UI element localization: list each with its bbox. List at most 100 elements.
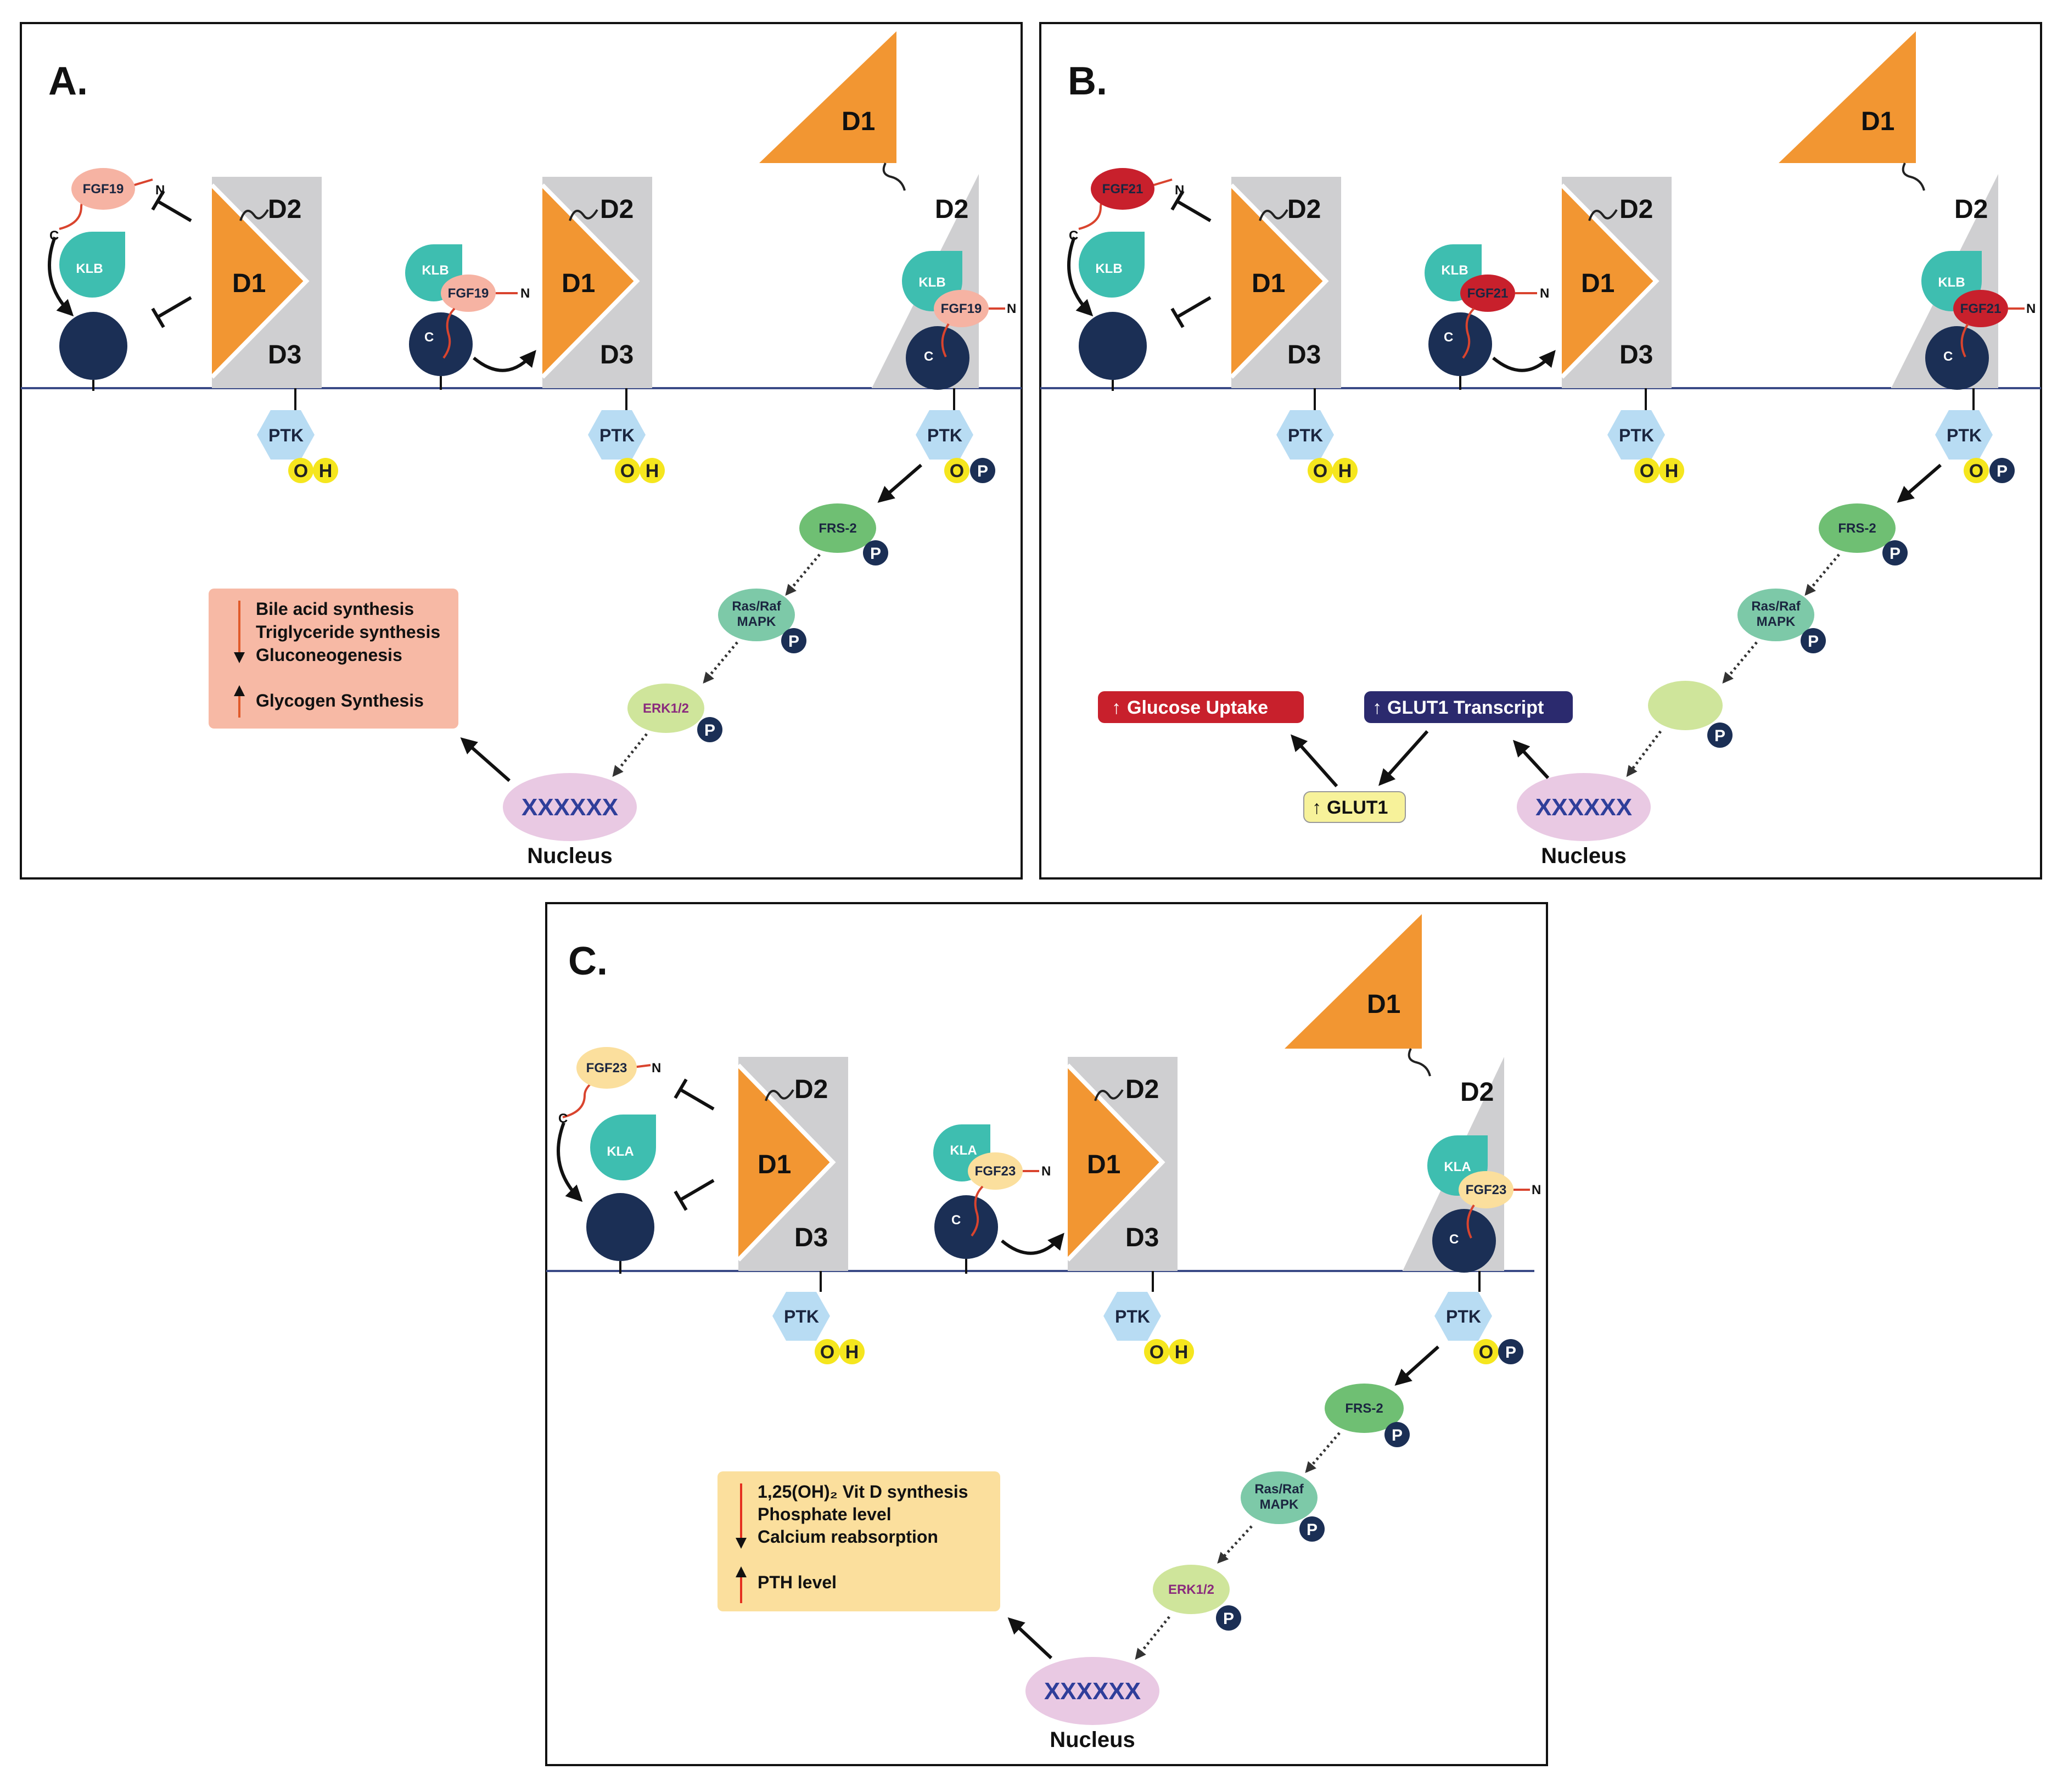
- linker-wave: [1094, 1089, 1124, 1101]
- d3-label: D3: [794, 1223, 828, 1252]
- ligand-tail: [442, 307, 456, 359]
- nucleus-label: Nucleus: [1541, 844, 1627, 868]
- glucose-uptake-label: Glucose Uptake: [1127, 697, 1268, 718]
- coreceptor-label: KLB: [1095, 261, 1122, 276]
- frs2-label: FRS-2: [1345, 1401, 1383, 1416]
- n-terminus-label: N: [1007, 301, 1016, 316]
- o-label: O: [1313, 461, 1327, 481]
- ras-label: Ras/Raf: [1751, 599, 1801, 614]
- ptk-kinase: [1276, 410, 1334, 460]
- ptk-label: PTK: [1115, 1307, 1150, 1326]
- fgf21-ligand: [1091, 168, 1154, 210]
- o-label: O: [1969, 461, 1983, 481]
- up-arrow-icon: ↑: [1112, 697, 1121, 718]
- approach-arrow: [1001, 1233, 1064, 1255]
- effect-up-1: PTH level: [758, 1572, 837, 1592]
- signaling-cascade: FRS-2 P Ras/Raf MAPK P P XXXXXX Nucleus: [1512, 463, 1942, 868]
- ptk-kinase: [772, 1292, 830, 1341]
- o-label: O: [1640, 461, 1654, 481]
- ptk-kinase: [1434, 1292, 1492, 1341]
- effect-down-1: Bile acid synthesis: [256, 599, 414, 619]
- effect-up-1: Glycogen Synthesis: [256, 691, 424, 710]
- ligand-label: FGF23: [586, 1061, 627, 1076]
- d2-label: D2: [1460, 1078, 1494, 1107]
- effect-down-3: Calcium reabsorption: [758, 1527, 938, 1547]
- fgf19-ligand: [934, 290, 989, 327]
- d1-domain: [1231, 185, 1326, 377]
- ligand-label: FGF21: [1467, 286, 1509, 301]
- fgfr-activated: D1 D2 KLA FGF23 N C PTK O P: [1285, 914, 1541, 1364]
- ptk-label: PTK: [268, 425, 304, 445]
- glut1-label: GLUT1: [1327, 797, 1388, 818]
- c-terminus-label: C: [49, 228, 59, 243]
- effect-down-3: Gluconeogenesis: [256, 645, 402, 665]
- d3-label: D3: [268, 340, 301, 369]
- n-terminus-label: N: [652, 1061, 661, 1076]
- frs2-label: FRS-2: [1838, 521, 1876, 536]
- mapk-label: MAPK: [1757, 614, 1796, 629]
- ptk-kinase: [588, 410, 646, 460]
- n-terminus-label: N: [520, 286, 530, 301]
- phospho-group: [1989, 458, 2015, 483]
- linker-wave: [765, 1089, 794, 1101]
- coreceptor-label: KLA: [950, 1143, 977, 1158]
- phospho-group: [970, 458, 995, 483]
- inhibition-bar-bottom: [1170, 296, 1212, 328]
- frs2-label: FRS-2: [819, 521, 856, 536]
- d2-label: D2: [1954, 195, 1988, 224]
- h-group: [839, 1339, 865, 1364]
- ras-label: Ras/Raf: [732, 599, 781, 614]
- fgf23-ligand: [968, 1152, 1023, 1190]
- frs2-node: [1819, 503, 1896, 553]
- effects-background: [209, 589, 458, 729]
- ptk-label: PTK: [1619, 425, 1654, 445]
- ligand-label: FGF23: [975, 1164, 1016, 1179]
- panel-a: A. N C FGF19 KLB D1 D2 D3: [20, 22, 1023, 880]
- glut1-to-uptake-arrow: [1291, 734, 1338, 787]
- ptk-kinase: [257, 410, 315, 460]
- o-group: [1634, 458, 1660, 483]
- ligand-label: FGF19: [83, 182, 124, 197]
- fgfr-inactive-2: D1 D2 D3 PTK O H: [1066, 1057, 1194, 1364]
- fgf19-ligand: [71, 168, 135, 210]
- d1-label: D1: [758, 1150, 791, 1179]
- c-terminus-label: C: [424, 330, 434, 345]
- p-label: P: [870, 545, 881, 563]
- approaching-complex: KLB FGF19 N C: [405, 244, 536, 390]
- receptor-anchor: [59, 312, 127, 380]
- panel-frame: [1039, 22, 2042, 880]
- coreceptor-label: KLA: [1444, 1160, 1471, 1174]
- h-label: H: [1665, 461, 1679, 481]
- panel-label: C.: [568, 939, 608, 983]
- nucleus: [1517, 773, 1651, 841]
- fgfr-inactive-1: D1 D2 D3 PTK O H: [737, 1057, 865, 1364]
- p-label: P: [1307, 1521, 1318, 1539]
- glucose-uptake-box: [1098, 691, 1304, 723]
- h-group: [1332, 458, 1358, 483]
- ptk-kinase: [1103, 1292, 1161, 1341]
- effect-down-1: 1,25(OH)₂ Vit D synthesis: [758, 1482, 968, 1502]
- linker-wave: [1259, 209, 1288, 221]
- o-label: O: [294, 461, 308, 481]
- d2-label: D2: [794, 1075, 828, 1104]
- d1-label: D1: [232, 269, 266, 298]
- coreceptor-label: KLB: [1938, 275, 1965, 290]
- inhibition-bar-top: [1170, 190, 1212, 222]
- d1-label: D1: [562, 269, 595, 298]
- ligand-label: FGF19: [448, 286, 489, 301]
- phospho-group: [1216, 1605, 1241, 1631]
- ptk-label: PTK: [927, 425, 962, 445]
- coreceptor-label: KLA: [607, 1144, 634, 1159]
- coreceptor-label: KLB: [422, 263, 449, 278]
- cascade-arrow: [1394, 1345, 1439, 1386]
- ptk-label: PTK: [1288, 425, 1323, 445]
- d2-label: D2: [268, 195, 301, 224]
- cascade-arrow-dotted: [1217, 1525, 1253, 1564]
- receptor-anchor: [586, 1193, 654, 1261]
- unbound-complex: N C FGF23 KLA: [557, 1047, 715, 1274]
- mapk-label: MAPK: [737, 614, 776, 629]
- linker-wave: [1902, 163, 1925, 191]
- approaching-complex: KLA FGF23 N C: [933, 1124, 1064, 1274]
- linker-wave: [1588, 209, 1618, 221]
- frs2-node: [799, 503, 876, 553]
